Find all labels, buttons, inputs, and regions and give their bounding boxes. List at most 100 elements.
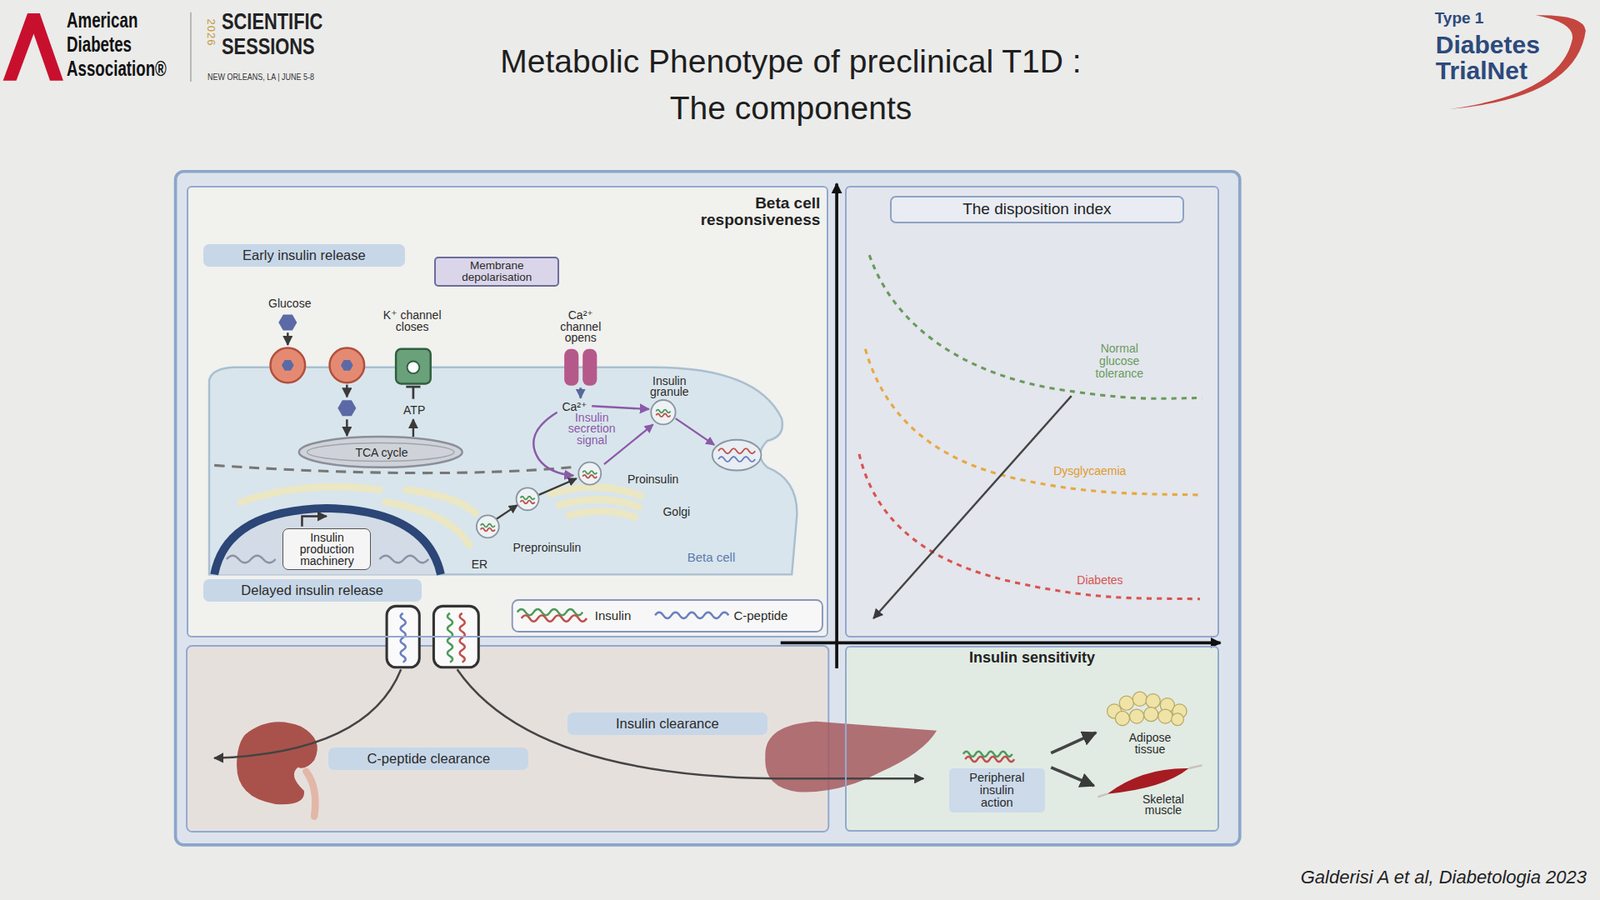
label-pill: Delayed insulin release [203, 579, 422, 602]
beta-cell-illustration [650, 400, 675, 425]
label-text: Adipose tissue [1116, 732, 1184, 755]
legend-box [655, 612, 729, 619]
beta-cell-illustration [579, 387, 582, 398]
clearance-illustration [447, 613, 453, 663]
axis-arrow [835, 183, 839, 669]
label-text: ATP [403, 403, 425, 417]
beta-cell-illustration [286, 332, 289, 345]
figure-frame [845, 185, 1220, 638]
beta-cell-illustration [240, 486, 380, 503]
label-text: Ca²⁺ channel opens [550, 310, 611, 345]
beta-cell-illustration [712, 440, 762, 471]
process-box: Membrane depolarisation [434, 256, 560, 287]
insulin-action-illustration [1171, 713, 1185, 726]
axis-arrow [780, 183, 1221, 669]
disposition-curve [865, 349, 1199, 495]
beta-cell-illustration [655, 410, 670, 414]
insulin-action-illustration [1115, 710, 1130, 725]
clearance-illustration [214, 669, 401, 759]
figure-frame [175, 171, 1240, 845]
beta-cell-illustration [480, 528, 495, 532]
curve-label: Dysglycaemia [1053, 464, 1126, 478]
box-label: Early insulin release [242, 247, 366, 264]
figure-frame [175, 171, 1240, 845]
beta-cell-illustration [516, 487, 540, 510]
beta-cell-illustration [281, 360, 295, 371]
beta-cell-illustration [582, 349, 597, 386]
beta-cell-illustration [226, 555, 276, 564]
beta-cell-illustration [299, 436, 463, 468]
label-text: Beta cell [687, 550, 736, 565]
label-text: TCA cycle [355, 445, 408, 460]
beta-cell-illustration [476, 515, 500, 538]
legend-box [517, 609, 583, 615]
beta-cell-illustration [718, 448, 755, 454]
figure-frame [186, 185, 829, 638]
clearance-illustration [214, 605, 937, 816]
insulin-action-illustration [1119, 695, 1134, 710]
beta-cell-illustration [578, 462, 601, 485]
beta-cell-illustration [380, 555, 430, 564]
legend-box [512, 600, 823, 632]
beta-cell-illustration [214, 508, 441, 575]
beta-cell-illustration [214, 508, 441, 575]
beta-cell-illustration [476, 515, 500, 538]
ada-logo [190, 12, 191, 82]
beta-cell-illustration [480, 524, 495, 528]
box-label: Insulin clearance [615, 715, 720, 732]
logo-text: SCIENTIFIC SESSIONS [221, 9, 333, 60]
beta-cell-illustration [655, 414, 670, 418]
beta-cell-illustration [520, 500, 535, 505]
beta-cell-illustration [407, 360, 420, 374]
insulin-action-illustration [1098, 765, 1203, 797]
insulin-action-illustration [1050, 767, 1094, 786]
beta-cell-illustration [569, 510, 635, 517]
label-text: Ca²⁺ [561, 400, 587, 414]
diagonal-arrow [873, 395, 1072, 619]
clearance-illustration [305, 771, 315, 817]
beta-cell-illustration [533, 412, 574, 476]
insulin-action-illustration [1145, 694, 1160, 709]
panel-heading: The disposition index [890, 195, 1185, 224]
insulin-action-illustration [1144, 707, 1159, 722]
process-box: Peripheral insulin action [949, 768, 1045, 813]
logo-text: NEW ORLEANS, LA | JUNE 5-8 [207, 71, 315, 83]
insulin-action-illustration [965, 756, 1015, 762]
beta-cell-illustration [337, 400, 356, 416]
panel-heading: Insulin sensitivity [846, 649, 1218, 667]
process-box: Insulin production machinery [282, 528, 371, 570]
label-pill: C-peptide clearance [328, 747, 529, 770]
beta-cell-illustration [495, 505, 518, 520]
beta-cell-illustration [550, 487, 641, 496]
label-pill: Early insulin release [203, 244, 405, 267]
beta-cell-illustration [559, 499, 640, 507]
insulin-action-illustration [1107, 768, 1190, 795]
disposition-curve [869, 255, 1202, 399]
logo-text: 2026 [205, 19, 218, 47]
beta-cell-illustration [718, 456, 755, 462]
caption: Galderisi A et al, Diabetologia 2023 [1300, 866, 1587, 889]
box-label: Insulin production machinery [288, 531, 365, 567]
beta-cell-illustration [405, 490, 475, 514]
beta-cell-illustration [209, 314, 797, 575]
beta-cell-illustration [209, 367, 797, 575]
label-text: Golgi [662, 505, 690, 519]
disposition-curve [859, 255, 1202, 600]
panel: The disposition index [845, 185, 1220, 638]
beta-cell-illustration [675, 418, 715, 445]
beta-cell-illustration [278, 314, 297, 330]
beta-cell-illustration [385, 501, 470, 545]
legend-box [512, 600, 823, 632]
box-label: Peripheral insulin action [964, 771, 1030, 810]
beta-cell-illustration [330, 348, 365, 384]
box-label: C-peptide clearance [366, 750, 490, 767]
legend-box [521, 615, 587, 621]
panel-heading: Beta cell responsiveness [636, 195, 820, 229]
clearance-illustration [400, 613, 406, 663]
beta-cell-illustration [405, 386, 420, 400]
label-text: Proinsulin [627, 472, 679, 486]
logo-text: American Diabetes Association® [66, 8, 178, 81]
beta-cell-illustration [591, 405, 650, 410]
